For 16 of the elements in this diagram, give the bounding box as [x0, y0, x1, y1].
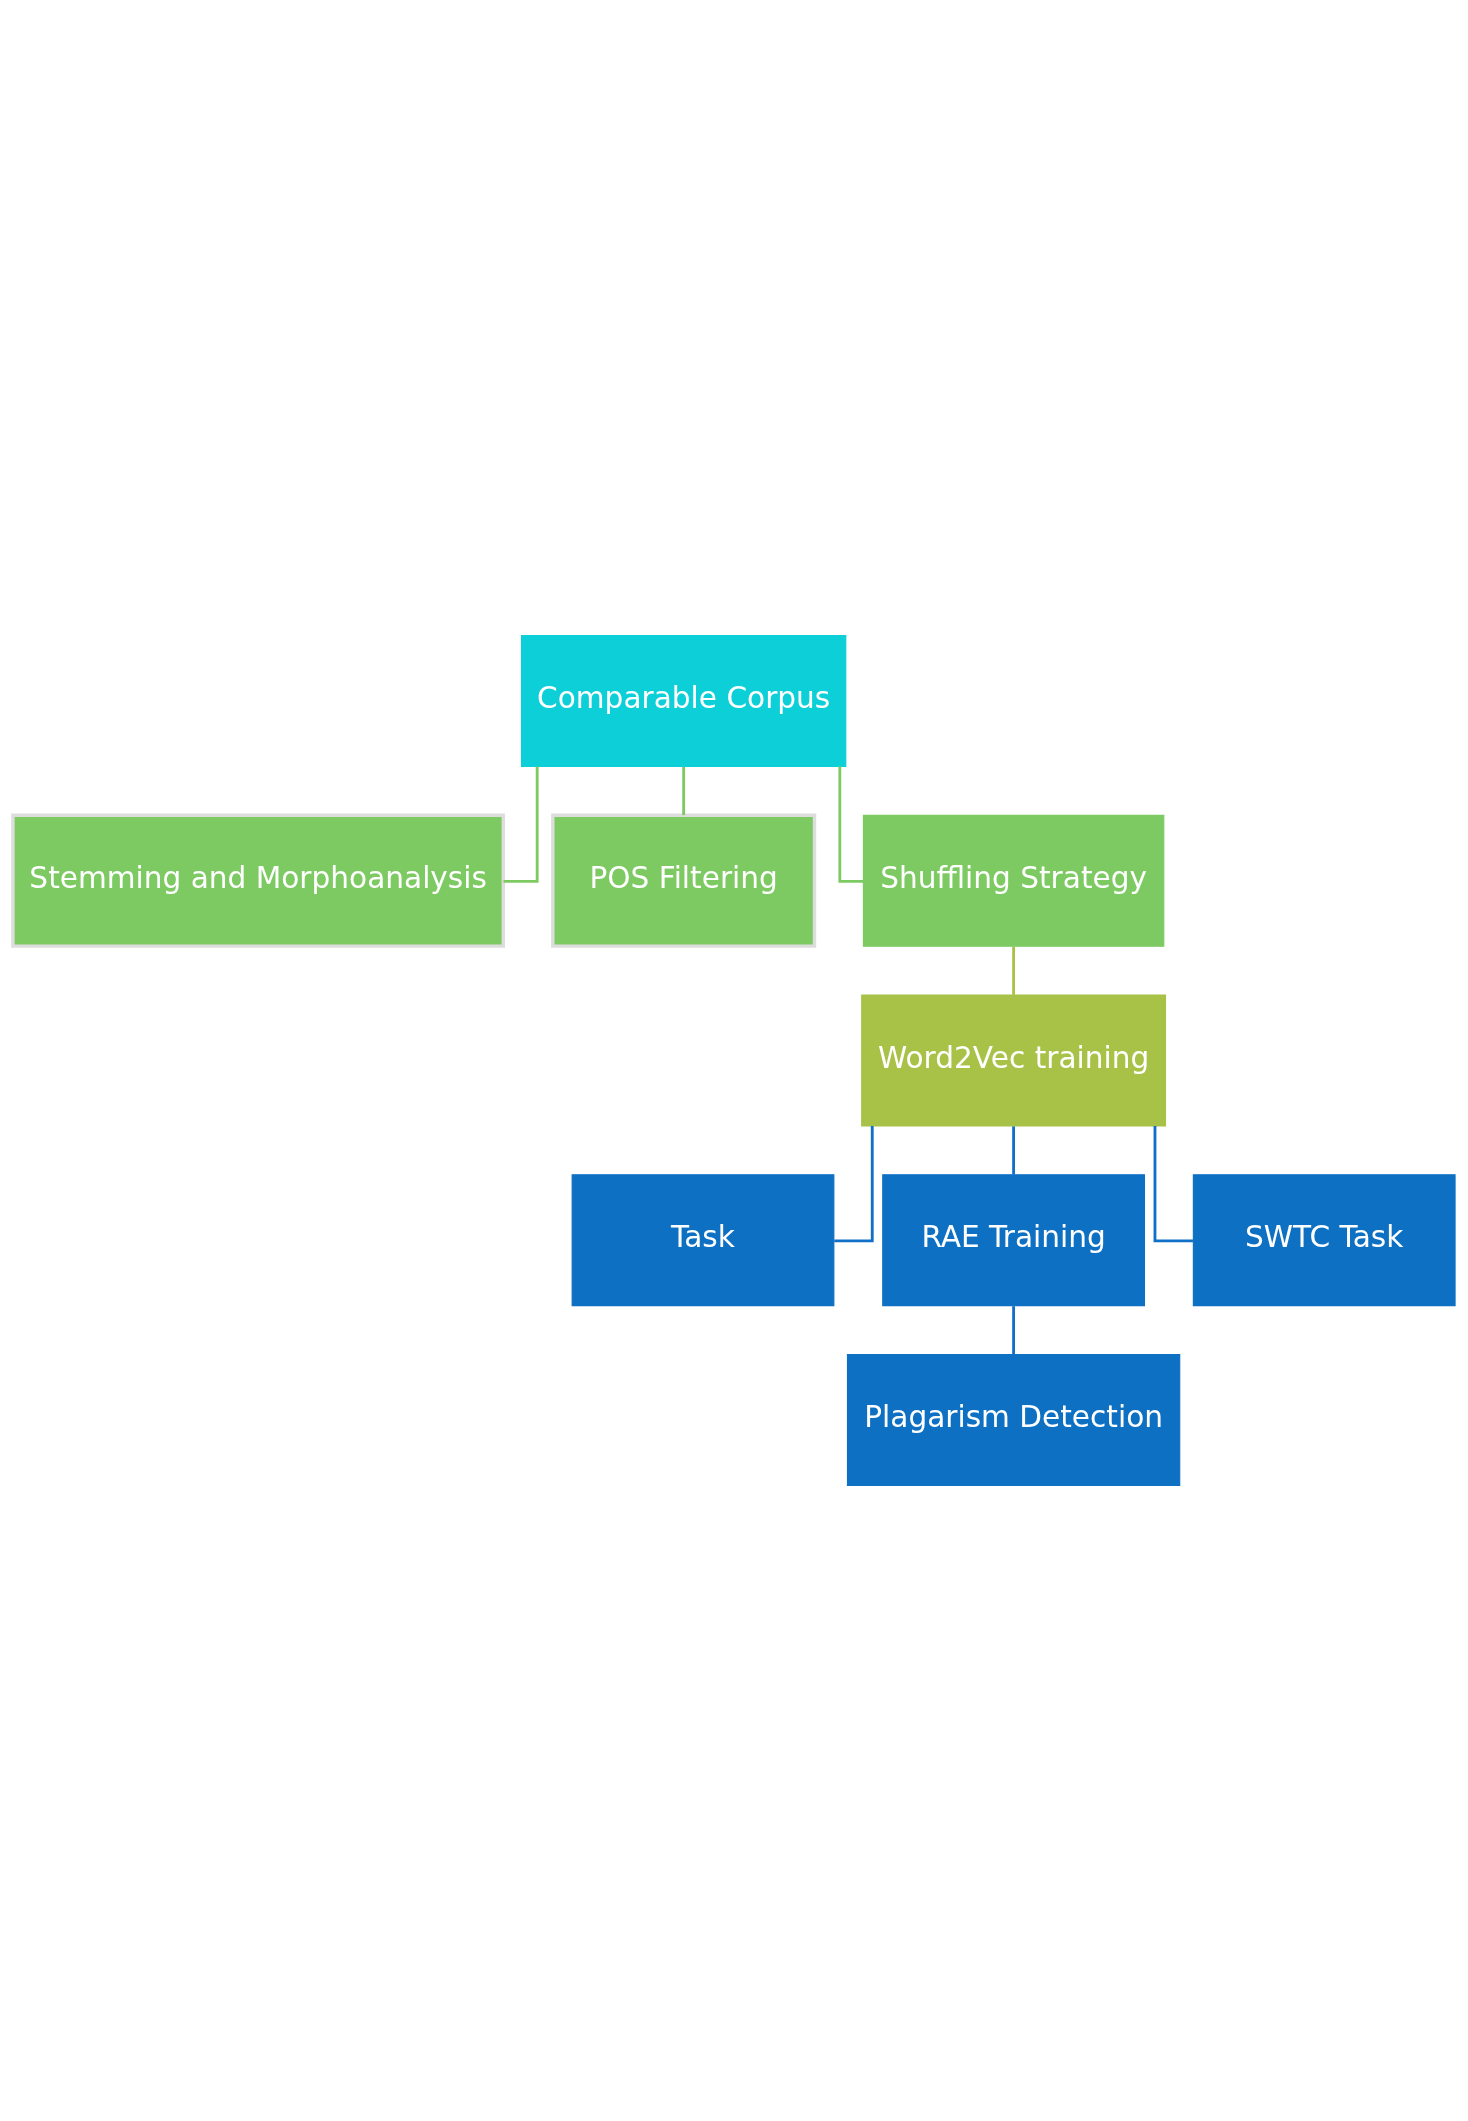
- connector: [1012, 946, 1015, 995]
- node-box: Shuffling Strategy: [862, 814, 1165, 947]
- connector: [682, 766, 686, 816]
- node-box: Comparable Corpus: [520, 634, 847, 767]
- connector: [834, 1126, 874, 1243]
- node-box: Stemming and Morphoanalysis: [11, 813, 506, 948]
- node-box: Plagarism Detection: [846, 1354, 1181, 1486]
- node-box: SWTC Task: [1192, 1174, 1456, 1307]
- node-box: RAE Training: [882, 1174, 1145, 1307]
- node-box: Task: [571, 1174, 835, 1307]
- connector: [503, 766, 539, 883]
- connector: [1153, 1126, 1193, 1243]
- node-box: POS Filtering: [551, 813, 817, 948]
- node-box: Word2Vec training: [861, 994, 1167, 1127]
- connector: [1012, 1306, 1015, 1355]
- connector: [1012, 1126, 1015, 1175]
